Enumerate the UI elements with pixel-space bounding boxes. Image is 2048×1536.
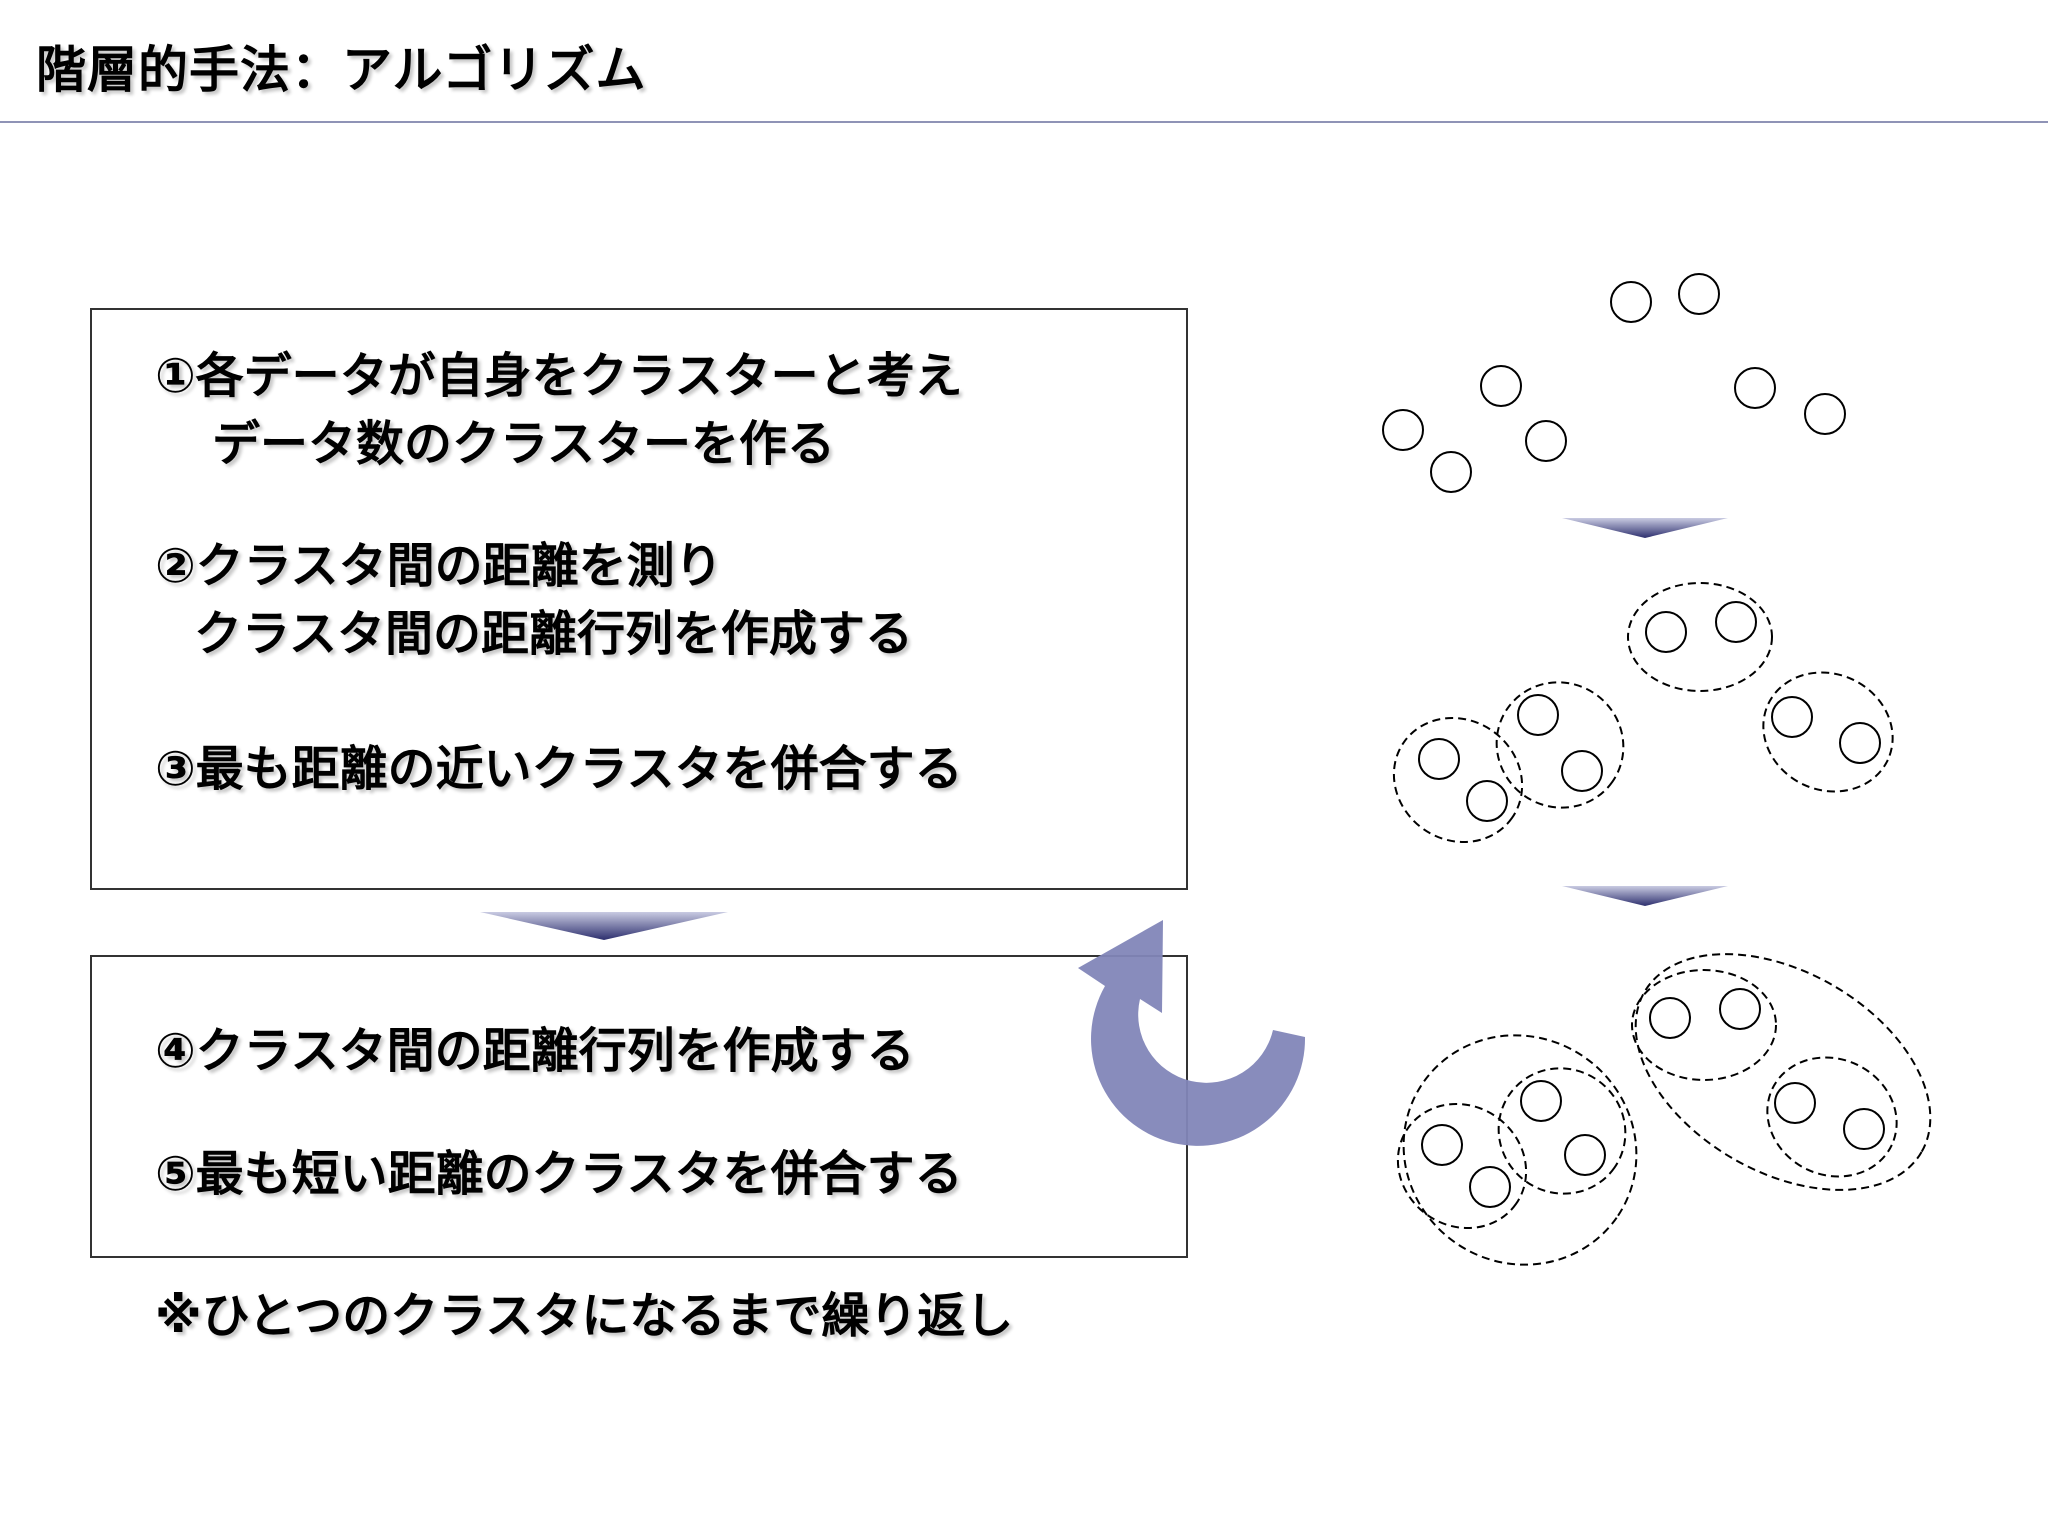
initial-steps-box	[90, 308, 1188, 890]
loop-steps-box	[90, 955, 1188, 1258]
data-point	[1610, 281, 1652, 323]
data-point	[1517, 694, 1559, 736]
data-point	[1561, 750, 1603, 792]
step-4: ④クラスタ間の距離行列を作成する	[155, 1023, 915, 1079]
data-point	[1418, 738, 1460, 780]
down-arrow-between-boxes	[480, 912, 728, 940]
data-point	[1645, 611, 1687, 653]
cluster-outline	[1396, 1102, 1528, 1230]
cluster-outline	[1497, 1067, 1627, 1195]
data-point	[1430, 451, 1472, 493]
cluster-outline	[1495, 681, 1625, 809]
data-point	[1719, 988, 1761, 1030]
data-point	[1774, 1082, 1816, 1124]
slide-title: 階層的手法：アルゴリズム	[36, 41, 647, 99]
data-point	[1382, 409, 1424, 451]
data-point	[1734, 367, 1776, 409]
cluster-outline	[1631, 969, 1777, 1081]
down-arrow-stage-2	[1562, 886, 1728, 906]
data-point	[1520, 1080, 1562, 1122]
stage-2-clusters	[1392, 582, 1894, 844]
data-point	[1804, 393, 1846, 435]
title-divider	[0, 121, 2048, 123]
step-2-line-1: ②クラスタ間の距離を測り	[155, 538, 723, 594]
stage-3-points	[1421, 988, 1885, 1208]
data-point	[1480, 365, 1522, 407]
merged-cluster-outline	[1634, 953, 1932, 1191]
cluster-outline	[1627, 582, 1773, 692]
step-5: ⑤最も短い距離のクラスタを併合する	[155, 1146, 963, 1202]
merged-cluster-outline	[1402, 1034, 1638, 1266]
step-1-line-1: ①各データが自身をクラスターと考え	[155, 348, 963, 404]
repeat-footnote: ※ひとつのクラスタになるまで繰り返し	[155, 1288, 1014, 1344]
step-1-line-2: データ数のクラスターを作る	[212, 416, 836, 472]
data-point	[1715, 601, 1757, 643]
stage-2-points	[1418, 601, 1881, 822]
cluster-outline	[1766, 1056, 1898, 1178]
data-point	[1839, 722, 1881, 764]
data-point	[1466, 780, 1508, 822]
data-point	[1649, 997, 1691, 1039]
data-point	[1469, 1166, 1511, 1208]
stage-1-points	[1382, 273, 1846, 493]
data-point	[1678, 273, 1720, 315]
down-arrow-stage-1	[1562, 518, 1728, 538]
cluster-outline	[1392, 716, 1524, 844]
data-point	[1421, 1124, 1463, 1166]
step-2-line-2: クラスタ間の距離行列を作成する	[194, 606, 914, 662]
data-point	[1843, 1108, 1885, 1150]
data-point	[1771, 696, 1813, 738]
data-point	[1564, 1134, 1606, 1176]
cluster-outline	[1762, 671, 1894, 793]
circular-arrow-icon	[1078, 920, 1306, 1146]
stage-3-clusters	[1396, 953, 1932, 1266]
data-point	[1525, 420, 1567, 462]
step-3: ③最も距離の近いクラスタを併合する	[155, 741, 963, 797]
